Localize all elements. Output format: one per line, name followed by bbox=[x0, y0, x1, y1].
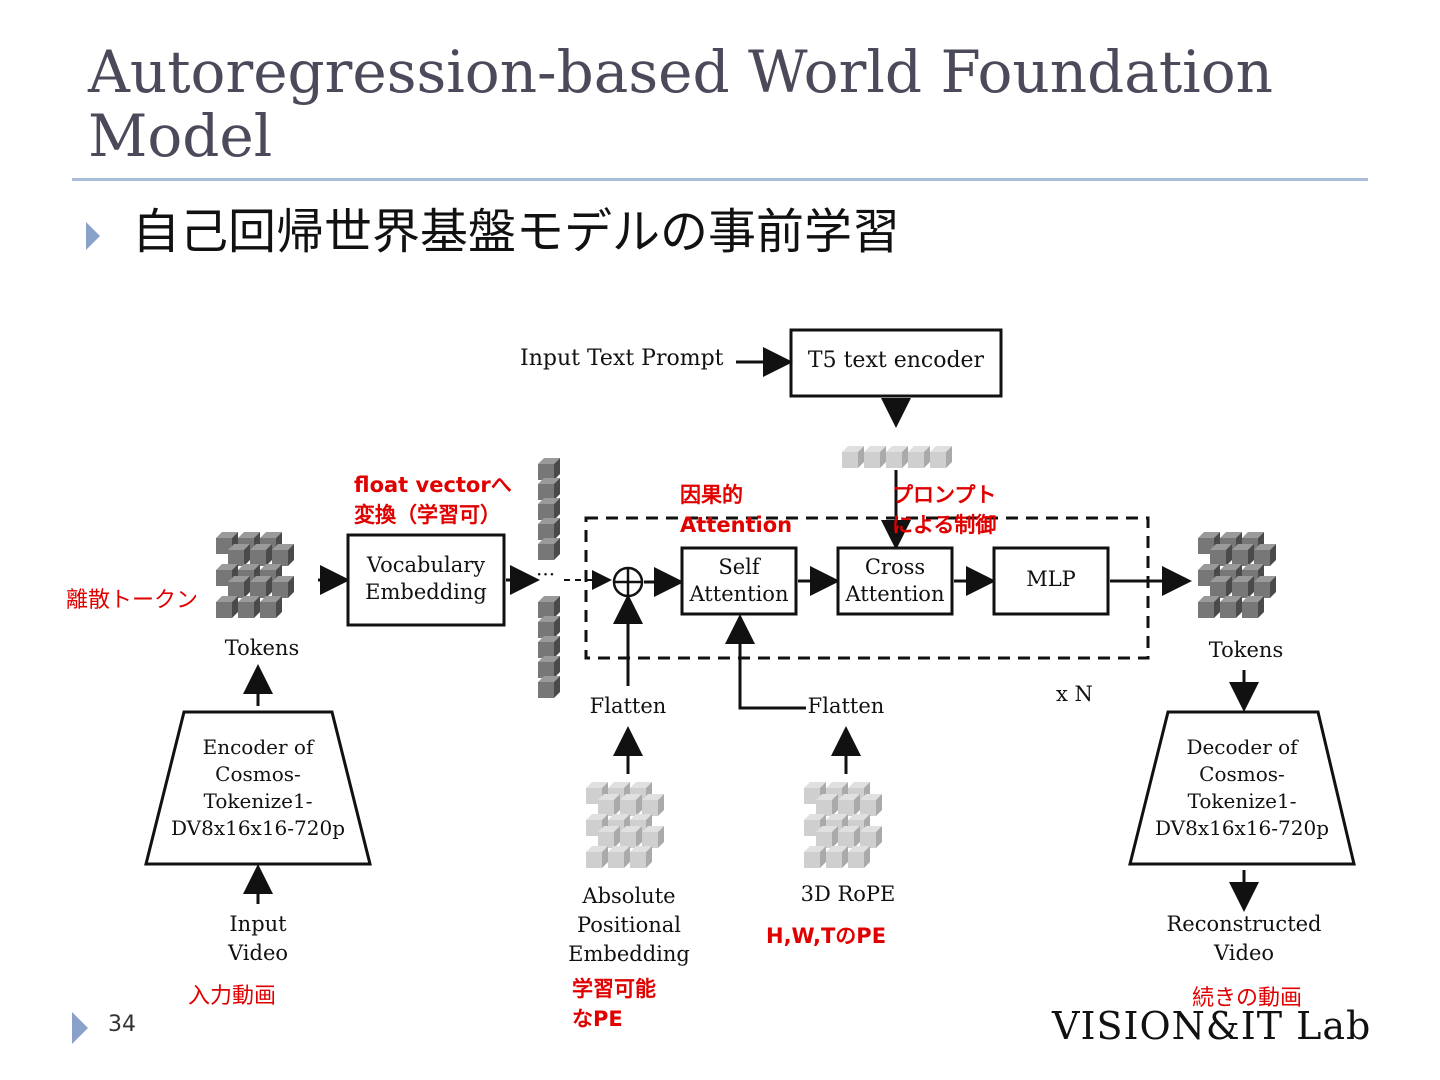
float-vector-annotation: float vectorへ変換（学習可） bbox=[354, 473, 512, 527]
t5-encoder-label: T5 text encoder bbox=[807, 348, 985, 373]
rope-label: 3D RoPE bbox=[800, 882, 896, 906]
input-tokens-cubes bbox=[216, 532, 294, 618]
output-tokens-cubes bbox=[1198, 532, 1276, 618]
prompt-control-annotation: プロンプトによる制御 bbox=[892, 483, 997, 537]
ellipsis-label: ··· bbox=[536, 562, 556, 586]
continuation-video-annotation: 続きの動画 bbox=[1192, 986, 1303, 1011]
mlp-label: MLP bbox=[1026, 567, 1076, 591]
add-circle-icon bbox=[612, 566, 644, 598]
slide-title: Autoregression-based World Foundation Mo… bbox=[88, 38, 1273, 170]
hwt-pe-annotation: H,W,TのPE bbox=[766, 924, 887, 948]
input-video-annotation: 入力動画 bbox=[188, 984, 277, 1009]
flatten-label-2: Flatten bbox=[807, 694, 885, 718]
flatten-label-1: Flatten bbox=[589, 694, 667, 718]
bullet-text: 自己回帰世界基盤モデルの事前学習 bbox=[132, 204, 901, 260]
rope-path bbox=[725, 614, 806, 710]
discrete-tokens-annotation: 離散トークン bbox=[66, 588, 199, 613]
lab-logo: VISION&IT Lab bbox=[1052, 1004, 1372, 1048]
cross-attention-box bbox=[836, 546, 954, 616]
bullet-triangle-icon bbox=[86, 222, 100, 250]
tokens-right-label: Tokens bbox=[1208, 638, 1284, 662]
decoder-trapezoid bbox=[1128, 710, 1356, 866]
input-text-prompt-label: Input Text Prompt bbox=[520, 346, 724, 371]
learnable-pe-annotation: 学習可能なPE bbox=[572, 977, 656, 1031]
page-number: 34 bbox=[108, 1012, 136, 1037]
mlp-box bbox=[992, 546, 1110, 616]
transformer-block-dashed bbox=[584, 516, 1150, 660]
rope-cubes bbox=[804, 782, 882, 868]
tokens-left-label: Tokens bbox=[224, 636, 300, 660]
footer-triangle-icon bbox=[72, 1012, 88, 1044]
absolute-pe-cubes bbox=[586, 782, 664, 868]
vocab-embedding-box bbox=[346, 533, 506, 627]
self-attention-box bbox=[680, 546, 798, 616]
title-divider bbox=[72, 178, 1368, 181]
encoder-trapezoid bbox=[144, 710, 372, 866]
t5-encoder-box bbox=[789, 328, 1003, 398]
repeat-label: x N bbox=[1056, 682, 1093, 706]
text-embedding-cubes bbox=[842, 446, 952, 468]
